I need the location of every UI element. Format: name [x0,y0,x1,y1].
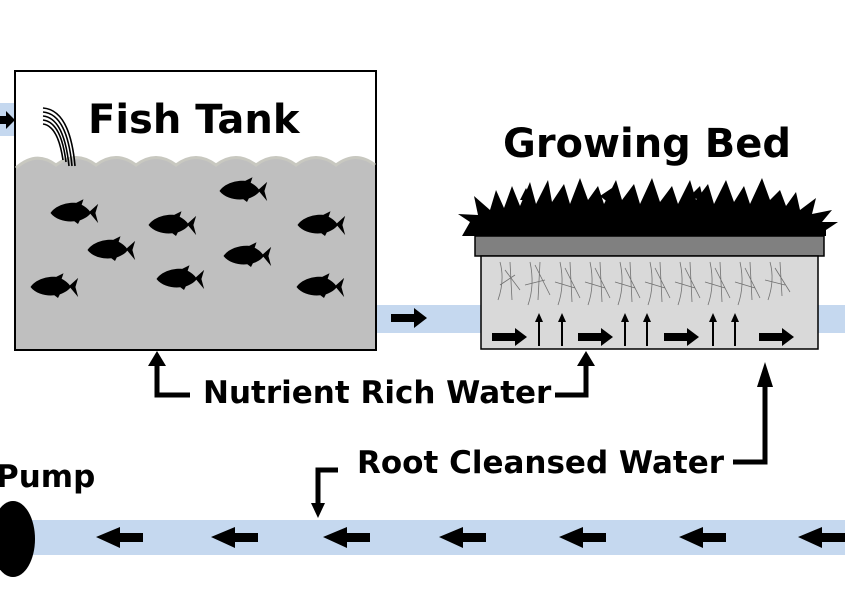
return-pipe [0,520,845,555]
left-arrow-icon [211,527,258,548]
fish-tank-label: Fish Tank [88,97,301,143]
up-arrow-icon [643,313,651,346]
pump: Pump [0,459,95,577]
tank-water [16,157,375,349]
left-arrow-icon [323,527,370,548]
up-arrow-icon [558,313,566,346]
up-arrow-icon [621,313,629,346]
water-stream-icon [42,107,76,167]
elbow-arrow-down-icon [315,467,338,505]
left-arrow-icon [798,527,845,548]
pump-label: Pump [0,459,95,495]
right-arrow-icon [492,328,527,346]
elbow-arrow-left-icon [154,364,190,398]
right-arrow-icon [578,328,613,346]
up-arrow-icon [731,313,739,346]
nutrient-rich-water-label: Nutrient Rich Water [203,375,552,411]
left-arrow-icon [439,527,486,548]
up-arrow-icon [709,313,717,346]
up-arrow-icon [535,313,543,346]
elbow-arrow-right-icon [555,364,589,398]
right-arrow-icon [664,328,699,346]
bed-flow-arrows [492,313,794,346]
growing-bed-label: Growing Bed [503,121,791,167]
elbow-arrow-up-icon [733,385,768,465]
left-arrow-icon [679,527,726,548]
left-arrow-icon [96,527,143,548]
roots-icon [497,261,791,306]
fish-tank: Fish Tank [14,70,377,351]
tank-to-bed-pipe [377,305,845,333]
pump-icon [0,501,35,577]
left-arrow-icon [559,527,606,548]
nutrient-rich-water-callout: Nutrient Rich Water [148,351,595,411]
right-arrow-icon [759,328,794,346]
growing-bed: Growing Bed [458,121,838,350]
inlet-arrow-icon [0,111,15,129]
plants-icon [458,178,838,236]
right-arrow-icon [391,308,427,328]
root-cleansed-water-callout: Root Cleansed Water [311,362,773,518]
bed-tray [474,235,825,257]
root-cleansed-water-label: Root Cleansed Water [357,445,725,481]
